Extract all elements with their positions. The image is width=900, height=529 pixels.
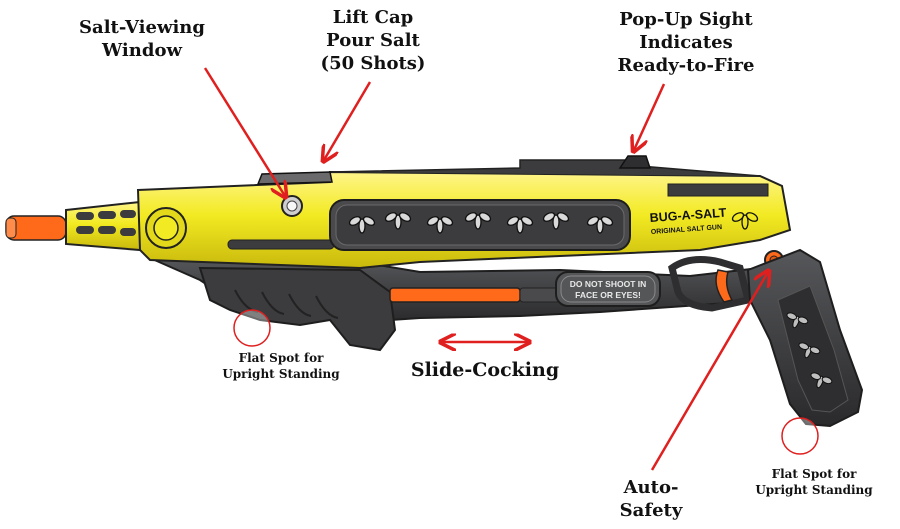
arrow-icon-salt-window: [203, 67, 285, 196]
callout-line: Salt-Viewing: [79, 17, 205, 38]
callout-line: Ready-to-Fire: [617, 55, 755, 76]
muzzle-tip: [5, 215, 67, 241]
arrow-icon-lift-cap: [324, 81, 372, 160]
callout-line: Upright Standing: [755, 483, 873, 497]
fly-icon: [586, 216, 614, 234]
fly-icon: [542, 212, 570, 230]
fly-icon: [798, 342, 821, 359]
logo-subtext: ORIGINAL SALT GUN: [651, 224, 723, 236]
callout-slide-cocking: Slide-Cocking: [392, 358, 578, 382]
callout-line: Lift Cap: [332, 7, 414, 28]
warning-line-2: FACE OR EYES!: [575, 290, 641, 300]
callout-line: Pop-Up Sight: [619, 9, 753, 30]
arrow-icon-auto-safety: [650, 272, 768, 471]
callout-line: Flat Spot for: [771, 467, 857, 481]
fly-icon: [426, 216, 454, 234]
callout-salt-window: Salt-Viewing Window: [58, 16, 226, 62]
callout-auto-safety: Auto- Safety: [596, 476, 706, 522]
fly-icon: [731, 212, 759, 230]
callout-flat-spot-grip: Flat Spot for Upright Standing: [730, 466, 898, 498]
callout-line: Window: [102, 40, 182, 61]
callout-line: Indicates: [639, 32, 733, 53]
callout-line: Safety: [619, 500, 683, 521]
fly-icon: [464, 212, 492, 230]
callout-line: Flat Spot for: [238, 351, 324, 365]
callout-popup-sight: Pop-Up Sight Indicates Ready-to-Fire: [588, 8, 784, 77]
callout-lift-cap: Lift Cap Pour Salt (50 Shots): [298, 6, 448, 75]
callout-line: Slide-Cocking: [410, 359, 560, 381]
fly-icon: [348, 216, 376, 234]
callout-line: (50 Shots): [320, 53, 426, 74]
arrow-icon-popup-sight: [634, 83, 666, 150]
logo-text: BUG-A-SALT: [649, 206, 727, 225]
warning-line-1: DO NOT SHOOT IN: [570, 279, 647, 289]
warning-plate: DO NOT SHOOT IN FACE OR EYES!: [555, 271, 661, 307]
callout-line: Auto-: [623, 477, 679, 498]
highlight-circle-grip: [781, 417, 819, 455]
fly-icon: [384, 212, 412, 230]
highlight-circle-front: [233, 309, 271, 347]
barrel: [65, 200, 141, 252]
pistol-grip: [746, 248, 864, 428]
fly-icon: [810, 372, 833, 389]
fly-icons: [348, 212, 614, 234]
callout-line: Upright Standing: [222, 367, 340, 381]
callout-line: Pour Salt: [326, 30, 420, 51]
callout-flat-spot-front: Flat Spot for Upright Standing: [196, 350, 366, 382]
fly-icon: [786, 312, 809, 329]
brand-logo: BUG-A-SALT ORIGINAL SALT GUN: [649, 206, 759, 236]
fly-icon: [506, 216, 534, 234]
